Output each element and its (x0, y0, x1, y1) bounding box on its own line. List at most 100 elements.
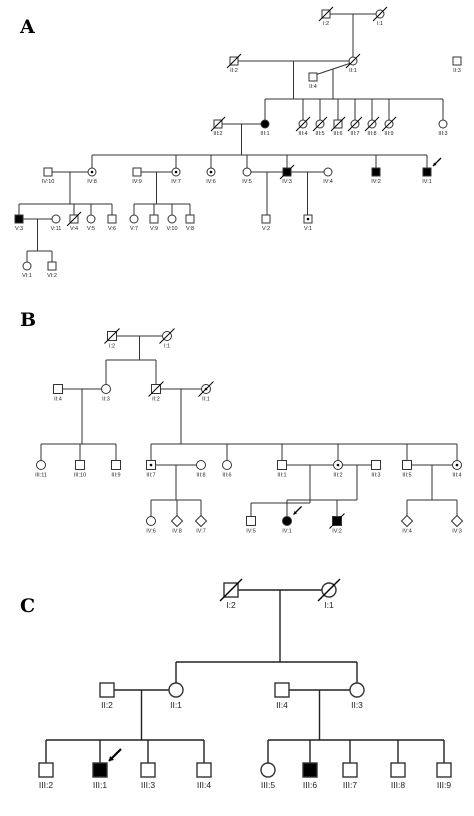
individual-a-iii3-female-symbol (438, 119, 448, 129)
individual-a-vi1-label: VI:1 (22, 273, 32, 279)
individual-a-iv10-label: IV:10 (42, 179, 55, 185)
individual-a-iii5-deceased-slash (312, 116, 328, 132)
individual-a-iv7-label: IV:7 (171, 179, 181, 185)
individual-c-iii4-label: III:4 (197, 780, 211, 790)
individual-b-ii2-deceased-slash (148, 381, 164, 397)
individual-a-iv1-male-symbol (422, 167, 432, 177)
individual-b-iii3-label: III:3 (371, 473, 380, 479)
individual-c-i2-deceased-slash (219, 578, 243, 602)
individual-a-v3-label: V:3 (15, 226, 23, 232)
individual-a-i2-deceased-slash (318, 6, 334, 22)
individual-b-iii10-male-symbol (75, 460, 85, 470)
individual-a-iii9-label: III:9 (384, 131, 393, 137)
individual-a-iv7-carrier-dot (174, 170, 178, 174)
individual-a-v8-male-symbol (185, 214, 195, 224)
individual-c-iii1-male-symbol (92, 762, 108, 778)
individual-a-iii5-label: III:5 (315, 131, 324, 137)
individual-a-i1-deceased-slash (372, 6, 388, 22)
individual-b-ii4-male-symbol (53, 384, 63, 394)
individual-a-ii4-male-symbol (308, 72, 318, 82)
individual-a-v1-carrier-dot (306, 217, 310, 221)
individual-c-iii5-female-symbol (260, 762, 276, 778)
panel-letter-a: A (19, 16, 35, 38)
individual-a-v5-female-symbol (86, 214, 96, 224)
individual-b-iii10-label: III:10 (74, 473, 86, 479)
individual-a-iv6-label: IV:6 (206, 179, 216, 185)
individual-a-v2-male-symbol (261, 214, 271, 224)
individual-a-v11-female-symbol (51, 214, 61, 224)
individual-c-i2-label: I:2 (226, 600, 236, 610)
individual-a-v3-male-symbol (14, 214, 24, 224)
individual-a-v2-label: V:2 (262, 226, 270, 232)
individual-a-vi2-male-symbol (47, 261, 57, 271)
individual-a-iv2-label: IV:2 (371, 179, 381, 185)
individual-a-iv8-carrier-dot (90, 170, 94, 174)
individual-a-iii8-label: III:8 (367, 131, 376, 137)
individual-a-iii7-deceased-slash (347, 116, 363, 132)
individual-c-iii3-label: III:3 (141, 780, 155, 790)
individual-a-iv8-label: IV:8 (87, 179, 97, 185)
individual-a-iv9-male-symbol (132, 167, 142, 177)
individual-b-iv1-label: IV:1 (282, 529, 292, 535)
individual-a-iii1-female-symbol (260, 119, 270, 129)
individual-b-iv4-unknown-sex-symbol (400, 514, 414, 528)
individual-c-iii9-male-symbol (436, 762, 452, 778)
individual-b-iv2-label: IV:2 (332, 529, 342, 535)
individual-a-v4-deceased-slash (66, 211, 82, 227)
individual-c-ii4-label: II:4 (276, 700, 288, 710)
individual-c-iii2-label: III:2 (39, 780, 53, 790)
individual-a-v6-label: V:6 (108, 226, 116, 232)
connection-lines (18, 13, 458, 763)
individual-b-iii9-male-symbol (111, 460, 121, 470)
individual-a-v6-male-symbol (107, 214, 117, 224)
individual-b-iii9-label: III:9 (111, 473, 120, 479)
individual-b-iv5-male-symbol (246, 516, 256, 526)
individual-a-ii1-label: II:1 (349, 68, 357, 74)
panel-letter-c: C (20, 595, 35, 617)
individual-c-iii6-label: III:6 (303, 780, 317, 790)
individual-a-v11-label: V:11 (51, 226, 62, 232)
individual-a-iii6-label: III:6 (333, 131, 342, 137)
individual-c-iii4-male-symbol (196, 762, 212, 778)
individual-c-iii7-label: III:7 (343, 780, 357, 790)
individual-c-ii2-male-symbol (99, 682, 115, 698)
individual-c-iii6-male-symbol (302, 762, 318, 778)
individual-b-iv1-proband-arrowhead (293, 511, 297, 515)
individual-c-ii4-male-symbol (274, 682, 290, 698)
individual-c-iii5-label: III:5 (261, 780, 275, 790)
individual-a-iv5-label: IV:5 (242, 179, 252, 185)
individual-a-iv1-label: IV:1 (422, 179, 432, 185)
individual-b-i1-deceased-slash (159, 328, 175, 344)
individual-a-iii2-label: III:2 (213, 131, 222, 137)
individual-a-v7-label: V:7 (130, 226, 138, 232)
individual-a-iii2-deceased-slash (210, 116, 226, 132)
individual-a-vi1-female-symbol (22, 261, 32, 271)
individual-a-v9-label: V:9 (150, 226, 158, 232)
individual-b-i1-label: I:1 (164, 344, 170, 350)
individual-b-ii4-label: II:4 (54, 397, 62, 403)
individual-b-iii4-carrier-dot (455, 463, 459, 467)
individual-b-iii11-female-symbol (36, 460, 46, 470)
individual-c-iii8-label: III:8 (391, 780, 405, 790)
individual-a-ii3-label: II:3 (453, 68, 461, 74)
individual-b-ii3-female-symbol (101, 384, 111, 394)
individual-b-iii5-male-symbol (402, 460, 412, 470)
individual-b-iii1-label: III:1 (277, 473, 286, 479)
individual-b-iii2-carrier-dot (336, 463, 340, 467)
individual-a-v5-label: V:5 (87, 226, 95, 232)
individual-b-i2-label: I:2 (109, 344, 115, 350)
individual-a-ii2-deceased-slash (226, 53, 242, 69)
individual-a-iii8-deceased-slash (364, 116, 380, 132)
individual-a-i2-label: I:2 (323, 21, 329, 27)
individual-a-iv6-carrier-dot (209, 170, 213, 174)
individual-a-v1-label: V:1 (304, 226, 312, 232)
individual-b-iii2-label: III:2 (333, 473, 342, 479)
individual-a-ii2-label: II:2 (230, 68, 238, 74)
individual-c-ii2-label: II:2 (101, 700, 113, 710)
individual-c-iii8-male-symbol (390, 762, 406, 778)
individual-b-iv8-unknown-sex-symbol (170, 514, 184, 528)
individual-b-iv1-female-symbol (282, 516, 292, 526)
individual-b-ii1-deceased-slash (198, 381, 214, 397)
